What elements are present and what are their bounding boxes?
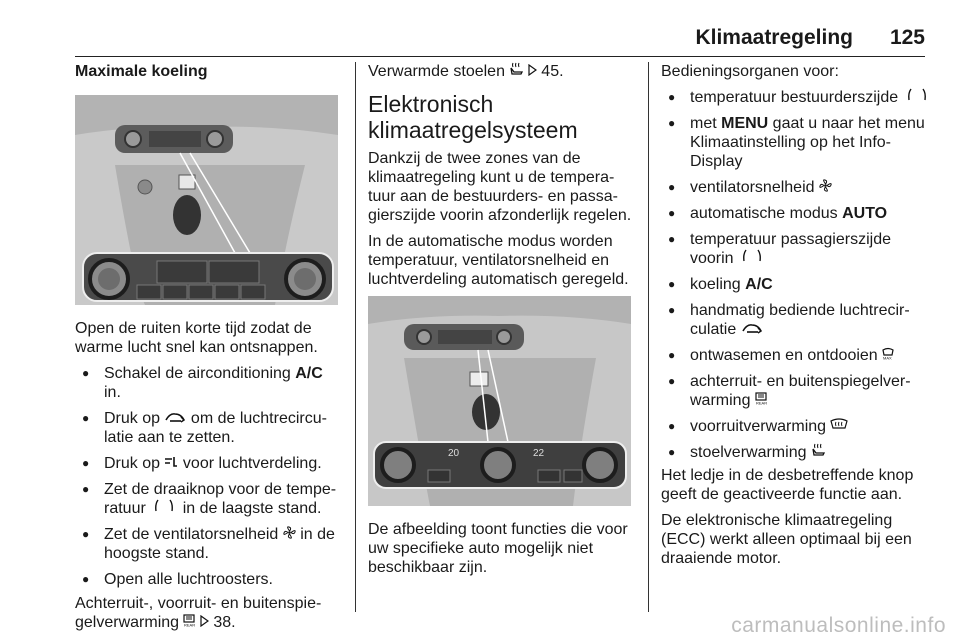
list-item: met MENU gaat u naar het menu Klimaatins… xyxy=(661,114,933,171)
fan-icon xyxy=(819,179,832,192)
list-item: ontwasemen en ontdooien MAX xyxy=(661,346,933,365)
recirc-icon xyxy=(742,324,762,334)
item-text: Open alle luchtroosters. xyxy=(104,571,273,588)
column-divider-2 xyxy=(648,62,649,612)
list-item: koeling A/C xyxy=(661,275,933,294)
list-item: Open alle luchtroosters. xyxy=(75,570,343,589)
ac-label: A/C xyxy=(295,365,323,382)
rear-heat-icon: REAR xyxy=(755,392,767,406)
item-text: voorruitverwarming xyxy=(690,418,831,435)
controls-intro: Bedieningsorganen voor: xyxy=(661,63,839,80)
item-text: in. xyxy=(104,384,121,401)
list-item: achterruit- en buitenspiegelver-warming … xyxy=(661,372,933,410)
paragraph-auto-mode: In de automatische modus worden temperat… xyxy=(368,233,629,288)
page-title: Klimaatregeling xyxy=(695,26,853,49)
item-text: gaat u naar het menu Klimaatinstelling o… xyxy=(690,115,925,170)
seat-text: Verwarmde stoelen xyxy=(368,63,510,80)
figure-ecc-panel: 20 22 xyxy=(368,296,631,506)
header-divider xyxy=(75,56,925,57)
svg-text:MAX: MAX xyxy=(883,356,892,361)
seat-heat-icon xyxy=(510,62,524,75)
menu-label: MENU xyxy=(721,115,769,132)
recirc-icon xyxy=(165,413,186,423)
temp-icon xyxy=(907,88,926,101)
item-text: koeling xyxy=(690,276,746,293)
controls-list: temperatuur bestuurderszijde met MENU ga… xyxy=(661,88,933,462)
list-item: ventilatorsnelheid xyxy=(661,178,933,197)
reference-arrow-icon xyxy=(200,614,209,628)
paragraph-dual-zone: Dankzij de twee zones van de klimaatrege… xyxy=(368,150,632,224)
list-item: handmatig bediende luchtrecir-culatie xyxy=(661,301,933,339)
list-item: Druk op om de luchtrecircu-latie aan te … xyxy=(75,409,343,447)
list-item: voorruitverwarming xyxy=(661,417,933,436)
fan-icon xyxy=(283,526,296,539)
list-item: Schakel de airconditioning A/C in. xyxy=(75,364,343,402)
reference-arrow-icon xyxy=(528,63,537,77)
page-reference[interactable]: 45. xyxy=(536,63,564,80)
footer-text: Achterruit-, voorruit- en buitenspie-gel… xyxy=(75,595,322,631)
column-divider-1 xyxy=(355,62,356,612)
seat-heat-icon xyxy=(812,443,825,456)
seat-heating-reference: Verwarmde stoelen 45. xyxy=(368,62,636,81)
item-text: Druk op xyxy=(104,455,165,472)
list-item: Zet de draaiknop voor de tempe-ratuur in… xyxy=(75,480,343,518)
list-item: stoelverwarming xyxy=(661,443,933,462)
ac-label: A/C xyxy=(745,276,773,293)
page-header: Klimaatregeling 125 xyxy=(75,22,925,57)
svg-text:REAR: REAR xyxy=(756,401,767,406)
item-text: Schakel de airconditioning xyxy=(104,365,296,382)
item-text: voor luchtverdeling. xyxy=(178,455,322,472)
panel-temp-left: 20 xyxy=(448,448,460,459)
item-text: met xyxy=(690,115,722,132)
list-item: Zet de ventilatorsnelheid in de hoogste … xyxy=(75,525,343,563)
item-text: temperatuur passagierszijde voorin xyxy=(690,231,891,267)
item-text: Zet de ventilatorsnelheid xyxy=(104,526,283,543)
temp-icon xyxy=(155,499,174,512)
page-reference[interactable]: 38. xyxy=(208,614,236,631)
item-text: Zet de draaiknop voor de tempe-ratuur xyxy=(104,481,337,517)
item-text: stoelverwarming xyxy=(690,444,811,461)
column-3: Bedieningsorganen voor: temperatuur best… xyxy=(661,62,933,575)
item-text: temperatuur bestuurderszijde xyxy=(690,89,903,106)
list-item: Druk op voor luchtverdeling. xyxy=(75,454,343,473)
section-heading-max-cooling: Maximale koeling xyxy=(75,63,208,80)
item-text: in de hoogste stand. xyxy=(104,526,335,562)
instruction-list: Schakel de airconditioning A/C in. Druk … xyxy=(75,364,343,589)
item-text: achterruit- en buitenspiegelver-warming xyxy=(690,373,911,409)
item-text: handmatig bediende luchtrecir-culatie xyxy=(690,302,910,338)
paragraph-disclaimer: De afbeelding toont functies die voor uw… xyxy=(368,521,628,576)
column-2: Verwarmde stoelen 45. Elektronisch klima… xyxy=(368,62,636,584)
page-number: 125 xyxy=(889,26,925,49)
figure-console-closeup xyxy=(75,95,338,305)
paragraph-ecc-engine: De elektronische klimaatregeling (ECC) w… xyxy=(661,512,912,567)
list-item: temperatuur bestuurderszijde xyxy=(661,88,933,107)
paragraph-intro: Open de ruiten korte tijd zodat de warme… xyxy=(75,320,318,356)
airflow-icon xyxy=(165,457,178,467)
temp-icon xyxy=(743,249,761,262)
front-heat-icon xyxy=(830,418,849,429)
list-item: temperatuur passagierszijde voorin xyxy=(661,230,933,268)
defrost-icon: MAX xyxy=(882,347,894,361)
item-text: ventilatorsnelheid xyxy=(690,179,819,196)
item-text: ontwasemen en ontdooien xyxy=(690,347,883,364)
paragraph-led: Het ledje in de desbetreffende knop geef… xyxy=(661,467,914,503)
section-heading-ecc: Elektronisch klimaatregelsysteem xyxy=(368,91,578,143)
panel-temp-right: 22 xyxy=(533,448,545,459)
auto-label: AUTO xyxy=(842,205,888,222)
list-item: automatische modus AUTO xyxy=(661,204,933,223)
paragraph-footer: Achterruit-, voorruit- en buitenspie-gel… xyxy=(75,594,343,632)
svg-text:REAR: REAR xyxy=(184,623,195,628)
watermark: carmanualsonline.info xyxy=(731,614,946,637)
item-text: automatische modus xyxy=(690,205,843,222)
item-text: om de luchtrecircu-latie aan te zetten. xyxy=(104,410,327,446)
item-text: Druk op xyxy=(104,410,165,427)
item-text: in de laagste stand. xyxy=(178,500,322,517)
rear-heat-icon: REAR xyxy=(183,614,196,628)
column-1: Maximale koeling xyxy=(75,62,343,639)
